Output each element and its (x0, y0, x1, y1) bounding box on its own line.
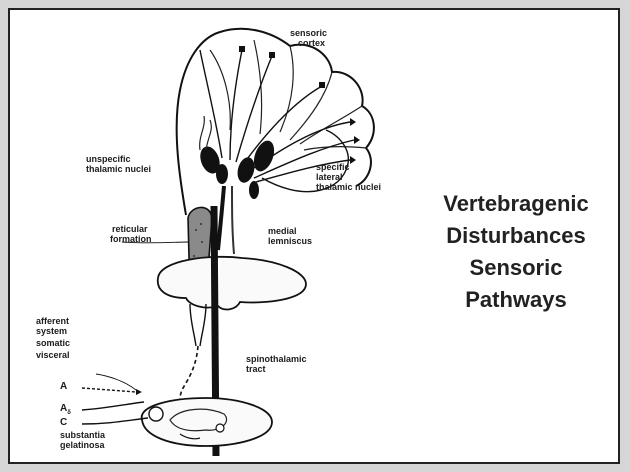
label-fiber-a: A (60, 382, 67, 392)
brainstem-section (158, 257, 306, 310)
label-substantia-gelatinosa: substantia gelatinosa (60, 430, 105, 450)
fiber-a-line (82, 388, 136, 392)
title-line-4: Pathways (416, 284, 616, 316)
label-somatic: somatic (36, 338, 70, 348)
label-fiber-c: C (60, 418, 67, 428)
label-specific-thalamic-nuclei: specific lateral thalamic nuclei (316, 162, 381, 192)
label-visceral: visceral (36, 350, 70, 360)
label-spinothalamic-tract: spinothalamic tract (246, 354, 307, 374)
label-unspecific-thalamic-nuclei: unspecific thalamic nuclei (86, 154, 151, 174)
label-afferent-system: afferent system (36, 316, 69, 336)
title-line-1: Vertebragenic (416, 188, 616, 220)
label-reticular-formation: reticular formation (110, 224, 152, 244)
label-sensoric-cortex: sensoric cortex (290, 28, 327, 48)
fiber-ad-line (82, 402, 144, 410)
title-line-3: Sensoric (416, 252, 616, 284)
thalamic-nuclei (197, 138, 278, 199)
slide: sensoric cortex unspecific thalamic nucl… (8, 8, 620, 464)
slide-title: Vertebragenic Disturbances Sensoric Path… (416, 188, 616, 316)
label-fiber-ad: Aδ (60, 404, 71, 418)
label-medial-lemniscus: medial lemniscus (268, 226, 312, 246)
fiber-c-line (82, 418, 148, 424)
spinal-cord-section (142, 398, 272, 446)
title-line-2: Disturbances (416, 220, 616, 252)
